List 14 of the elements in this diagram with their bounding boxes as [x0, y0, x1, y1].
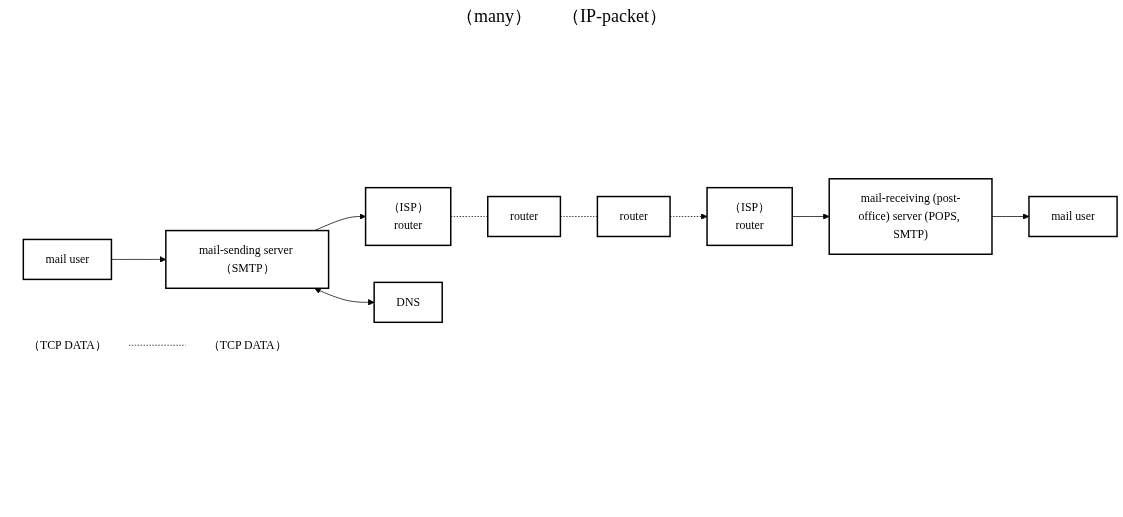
node-box: （ISP） router [364, 186, 452, 247]
node-box: mail-sending server （SMTP） [165, 229, 330, 289]
node-box: DNS [373, 281, 443, 324]
node-box: mail user [22, 238, 113, 281]
note-label: （many） [456, 5, 532, 28]
node-text: （TCP DATA） [207, 338, 287, 352]
connector [560, 216, 598, 217]
node-box: router [596, 195, 671, 238]
node-box: （ISP） router [706, 186, 793, 247]
node-box: router [487, 195, 562, 238]
note-label: （IP-packet） [562, 5, 667, 28]
node-text: （TCP DATA） [28, 338, 107, 352]
node-box: mail-receiving (post-office) server (POPS, SMTP) [828, 178, 993, 255]
node-box: mail user [1028, 195, 1118, 238]
